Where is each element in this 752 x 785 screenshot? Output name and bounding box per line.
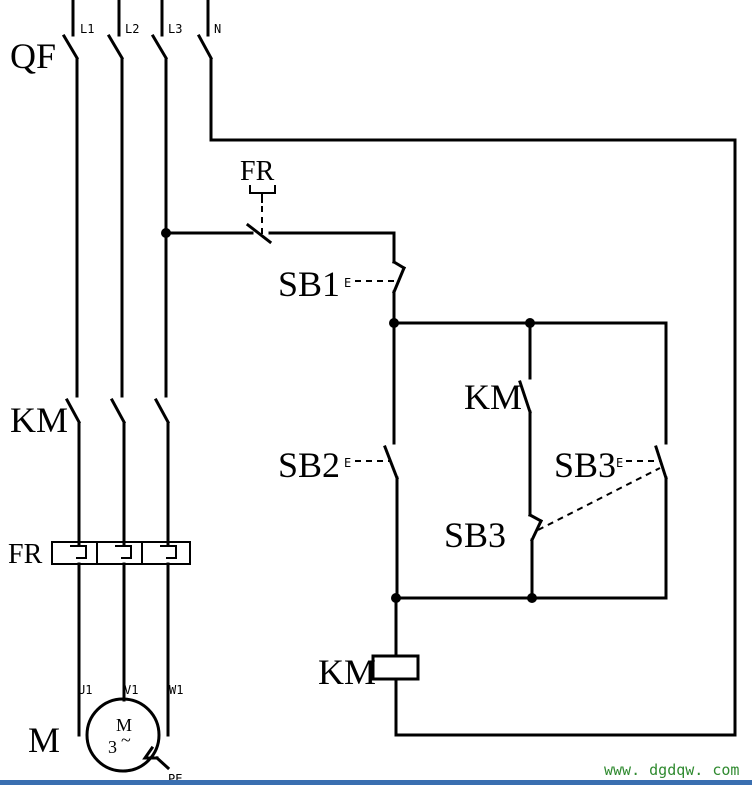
w1-label: W1 [169,683,183,697]
sb1-button-symbol: E [344,276,351,290]
km-coil-label: KM [318,652,376,692]
sb3-right-label: SB3 [554,445,616,485]
motor-label: M [28,720,60,760]
l2-label: L2 [125,22,139,36]
l3-label: L3 [168,22,182,36]
v1-label: V1 [124,683,138,697]
motor-symbol [85,697,171,773]
sb2-label: SB2 [278,445,340,485]
motor-3-symbol: 3 [108,737,117,757]
fr-main-label: FR [8,539,43,570]
qf-label: QF [10,36,56,76]
button-e-symbols: E E E [344,276,623,470]
km-main-label: KM [10,400,68,440]
fr-control-label: FR [240,156,275,187]
sb1-label: SB1 [278,264,340,304]
sb2-button-symbol: E [344,456,351,470]
n-label: N [214,22,221,36]
thermal-relay-main [51,541,191,565]
km-aux-label: KM [464,377,522,417]
bottom-bar [0,780,752,785]
sb3-button-symbol: E [616,456,623,470]
motor-tilde-symbol: ~ [121,730,131,750]
control-wiring [161,185,668,737]
l1-label: L1 [80,22,94,36]
u1-label: U1 [78,683,92,697]
motor-m-symbol: M [116,715,132,735]
watermark-text: www. dgdqw. com [604,761,739,779]
main-power-lines [61,0,737,737]
sb3-lower-label: SB3 [444,515,506,555]
